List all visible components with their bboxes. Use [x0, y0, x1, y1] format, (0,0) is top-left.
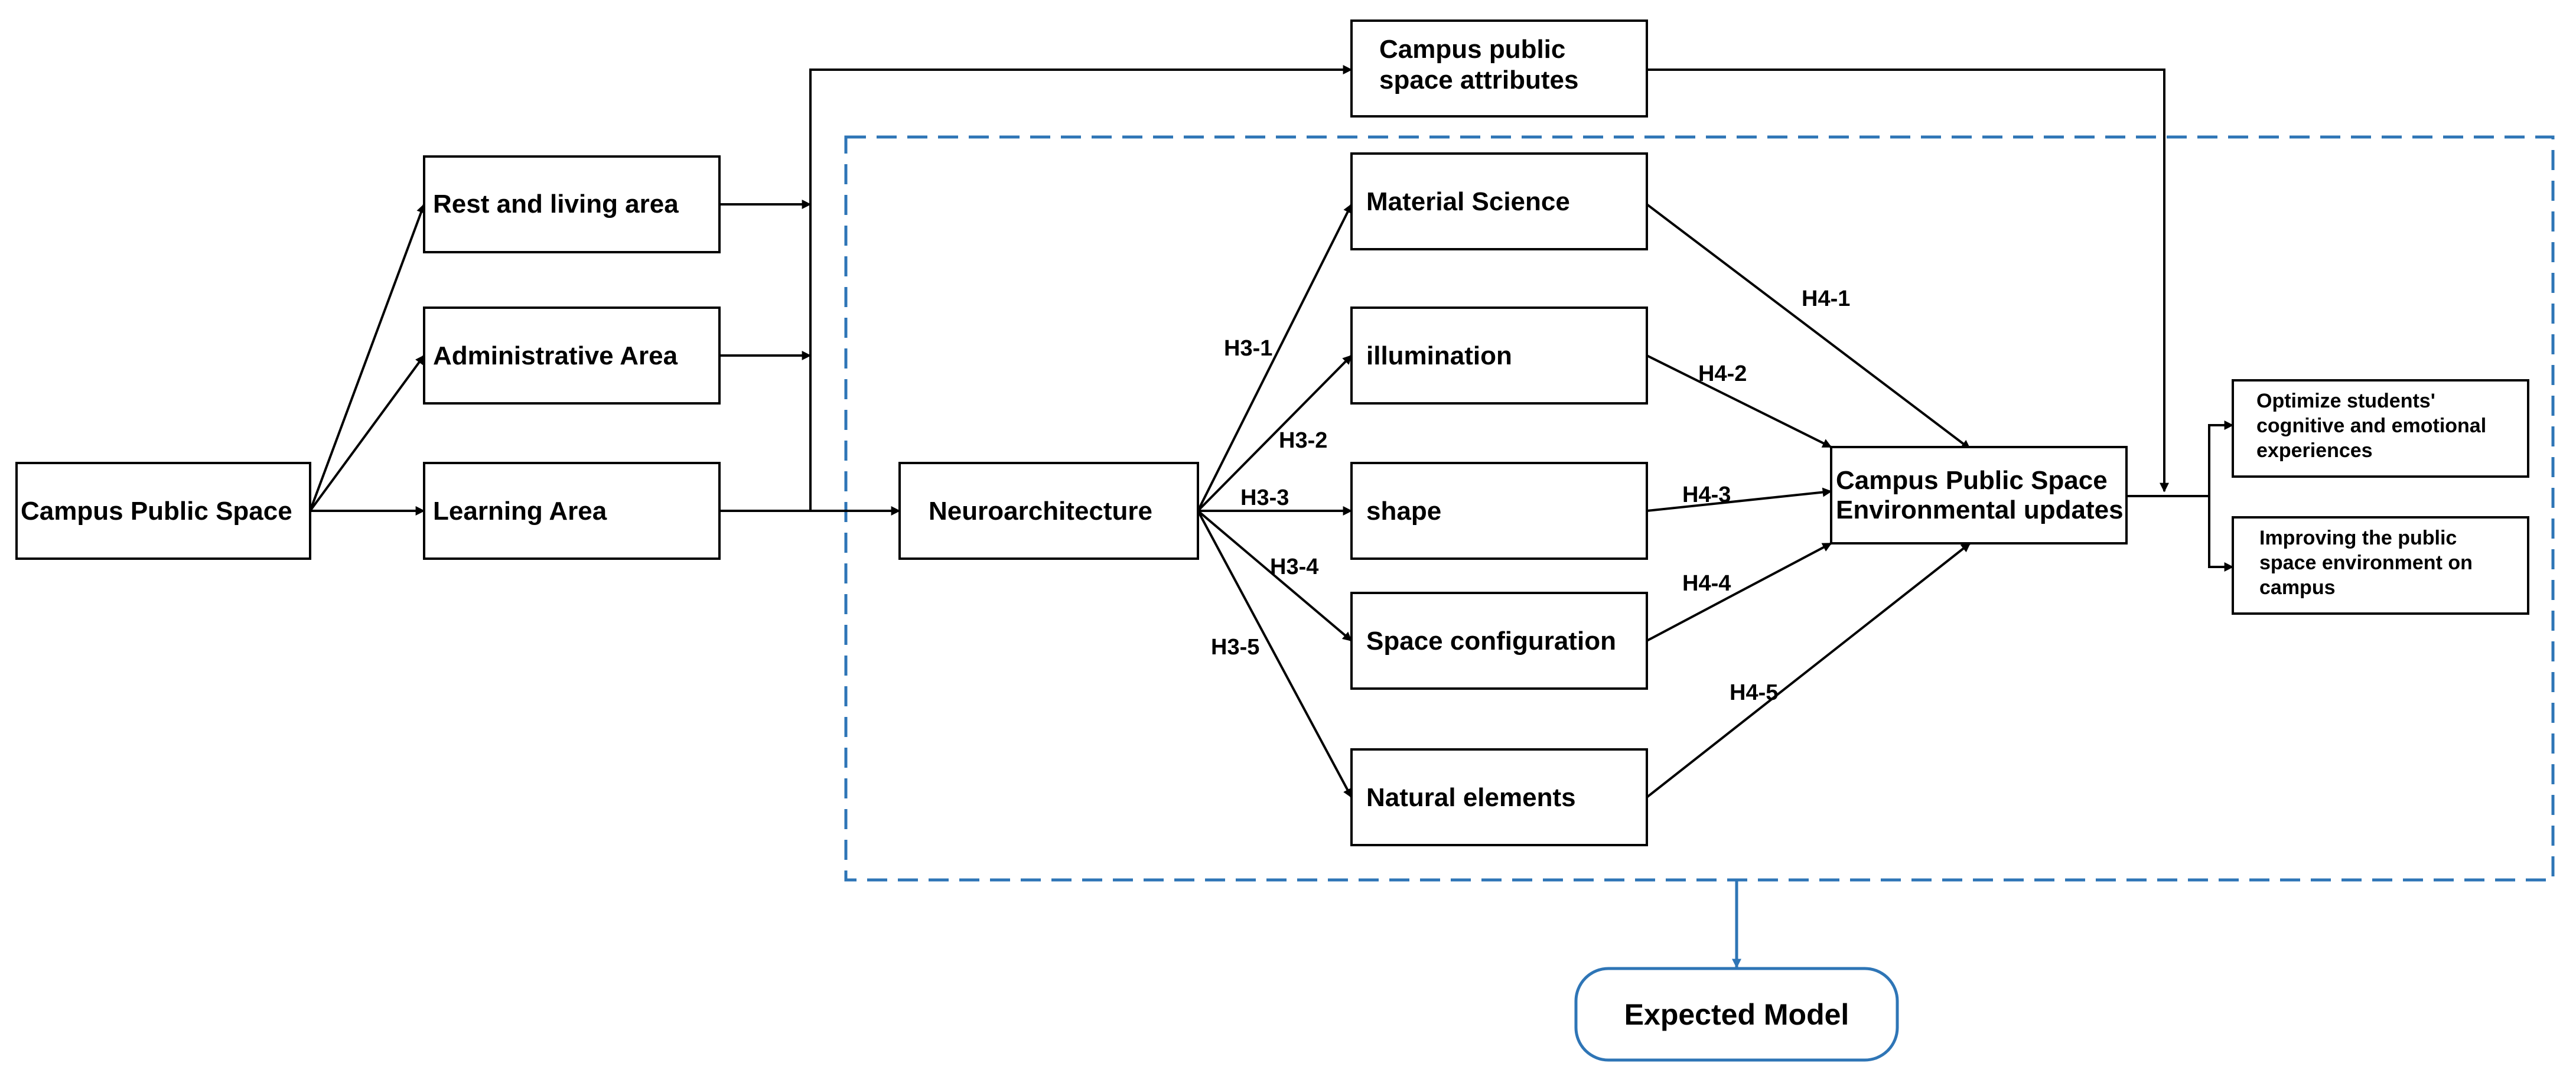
arrow-neuro-to-illumination [1197, 354, 1353, 512]
campus-attributes-line-1: Campus public [1379, 35, 1565, 64]
hypothesis-h4-4: H4-4 [1682, 571, 1731, 596]
optimize-students-box [2232, 379, 2529, 478]
environmental-updates-box [1830, 446, 2128, 544]
campus-public-space-label: Campus Public Space [21, 497, 292, 526]
expected-model-label: Expected Model [1624, 998, 1849, 1031]
space-configuration-box [1350, 592, 1648, 690]
arrow-space-to-updates [1646, 542, 1832, 642]
space-configuration-label: Space configuration [1366, 627, 1616, 656]
shape-label: shape [1366, 497, 1441, 526]
hypothesis-h4-5: H4-5 [1730, 680, 1778, 705]
neuroarchitecture-box [898, 462, 1199, 560]
arrow-shape-to-updates [1646, 487, 1832, 512]
arrow-material-to-updates [1646, 203, 1971, 450]
hypothesis-h4-2: H4-2 [1698, 361, 1747, 386]
material-science-label: Material Science [1366, 187, 1570, 216]
learning-area-label: Learning Area [433, 497, 607, 526]
neuroarchitecture-label: Neuroarchitecture [929, 497, 1152, 526]
arrow-natural-to-updates [1646, 542, 1971, 798]
hypothesis-h3-2: H3-2 [1279, 428, 1327, 453]
hypothesis-h3-1: H3-1 [1224, 336, 1272, 361]
hypothesis-h4-3: H4-3 [1682, 482, 1731, 507]
improving-environment-line-1: Improving the public [2259, 527, 2457, 549]
environmental-updates-label: Campus Public Space Environmental update… [1836, 466, 2124, 524]
material-science-box [1350, 152, 1648, 250]
arrow-campus-to-rest [309, 203, 426, 511]
shape-box [1350, 462, 1648, 560]
campus-attributes-label: Campus public space attributes [1379, 35, 1578, 94]
arrow-neuro-to-material [1197, 203, 1353, 511]
illumination-box [1350, 307, 1648, 405]
arrow-updates-to-optimize [2126, 420, 2234, 497]
improving-environment-box [2232, 516, 2529, 615]
hypothesis-h3-5: H3-5 [1211, 635, 1259, 660]
environmental-updates-line-1: Campus Public Space [1836, 466, 2108, 495]
optimize-students-line-1: Optimize students' [2256, 390, 2435, 412]
natural-elements-box [1350, 748, 1648, 846]
campus-attributes-box [1350, 19, 1648, 118]
improving-environment-label: Improving the public space environment o… [2259, 527, 2478, 599]
hypothesis-h4-1: H4-1 [1802, 286, 1850, 311]
arrow-updates-to-improving [2208, 496, 2234, 572]
optimize-students-line-2: cognitive and emotional [2256, 415, 2486, 437]
expected-model-box [1574, 967, 1899, 1062]
natural-elements-label: Natural elements [1366, 783, 1576, 812]
rest-living-area-box [423, 155, 721, 253]
arrow-neuro-to-natural [1197, 510, 1353, 798]
arrow-neuro-to-space [1197, 510, 1353, 642]
arrow-attributes-to-merge [1647, 69, 2169, 493]
rest-living-area-label: Rest and living area [433, 190, 679, 219]
learning-area-box [423, 462, 721, 560]
campus-attributes-line-2: space attributes [1379, 66, 1578, 94]
hypothesis-h3-3: H3-3 [1240, 485, 1289, 510]
administrative-area-box [423, 307, 721, 405]
hypothesis-h3-4: H3-4 [1270, 555, 1318, 579]
improving-environment-line-3: campus [2259, 576, 2336, 599]
expected-model-frame [844, 135, 2555, 882]
arrow-illumination-to-updates [1646, 354, 1832, 448]
illumination-label: illumination [1366, 341, 1512, 370]
environmental-updates-line-2: Environmental updates [1836, 495, 2124, 524]
campus-public-space-box [15, 462, 311, 560]
administrative-area-label: Administrative Area [433, 341, 678, 370]
arrow-junction-to-attributes [809, 65, 1353, 511]
improving-environment-line-2: space environment on [2259, 552, 2473, 574]
optimize-students-label: Optimize students' cognitive and emotion… [2256, 390, 2492, 462]
optimize-students-line-3: experiences [2256, 439, 2373, 462]
arrow-campus-to-admin [309, 354, 425, 512]
